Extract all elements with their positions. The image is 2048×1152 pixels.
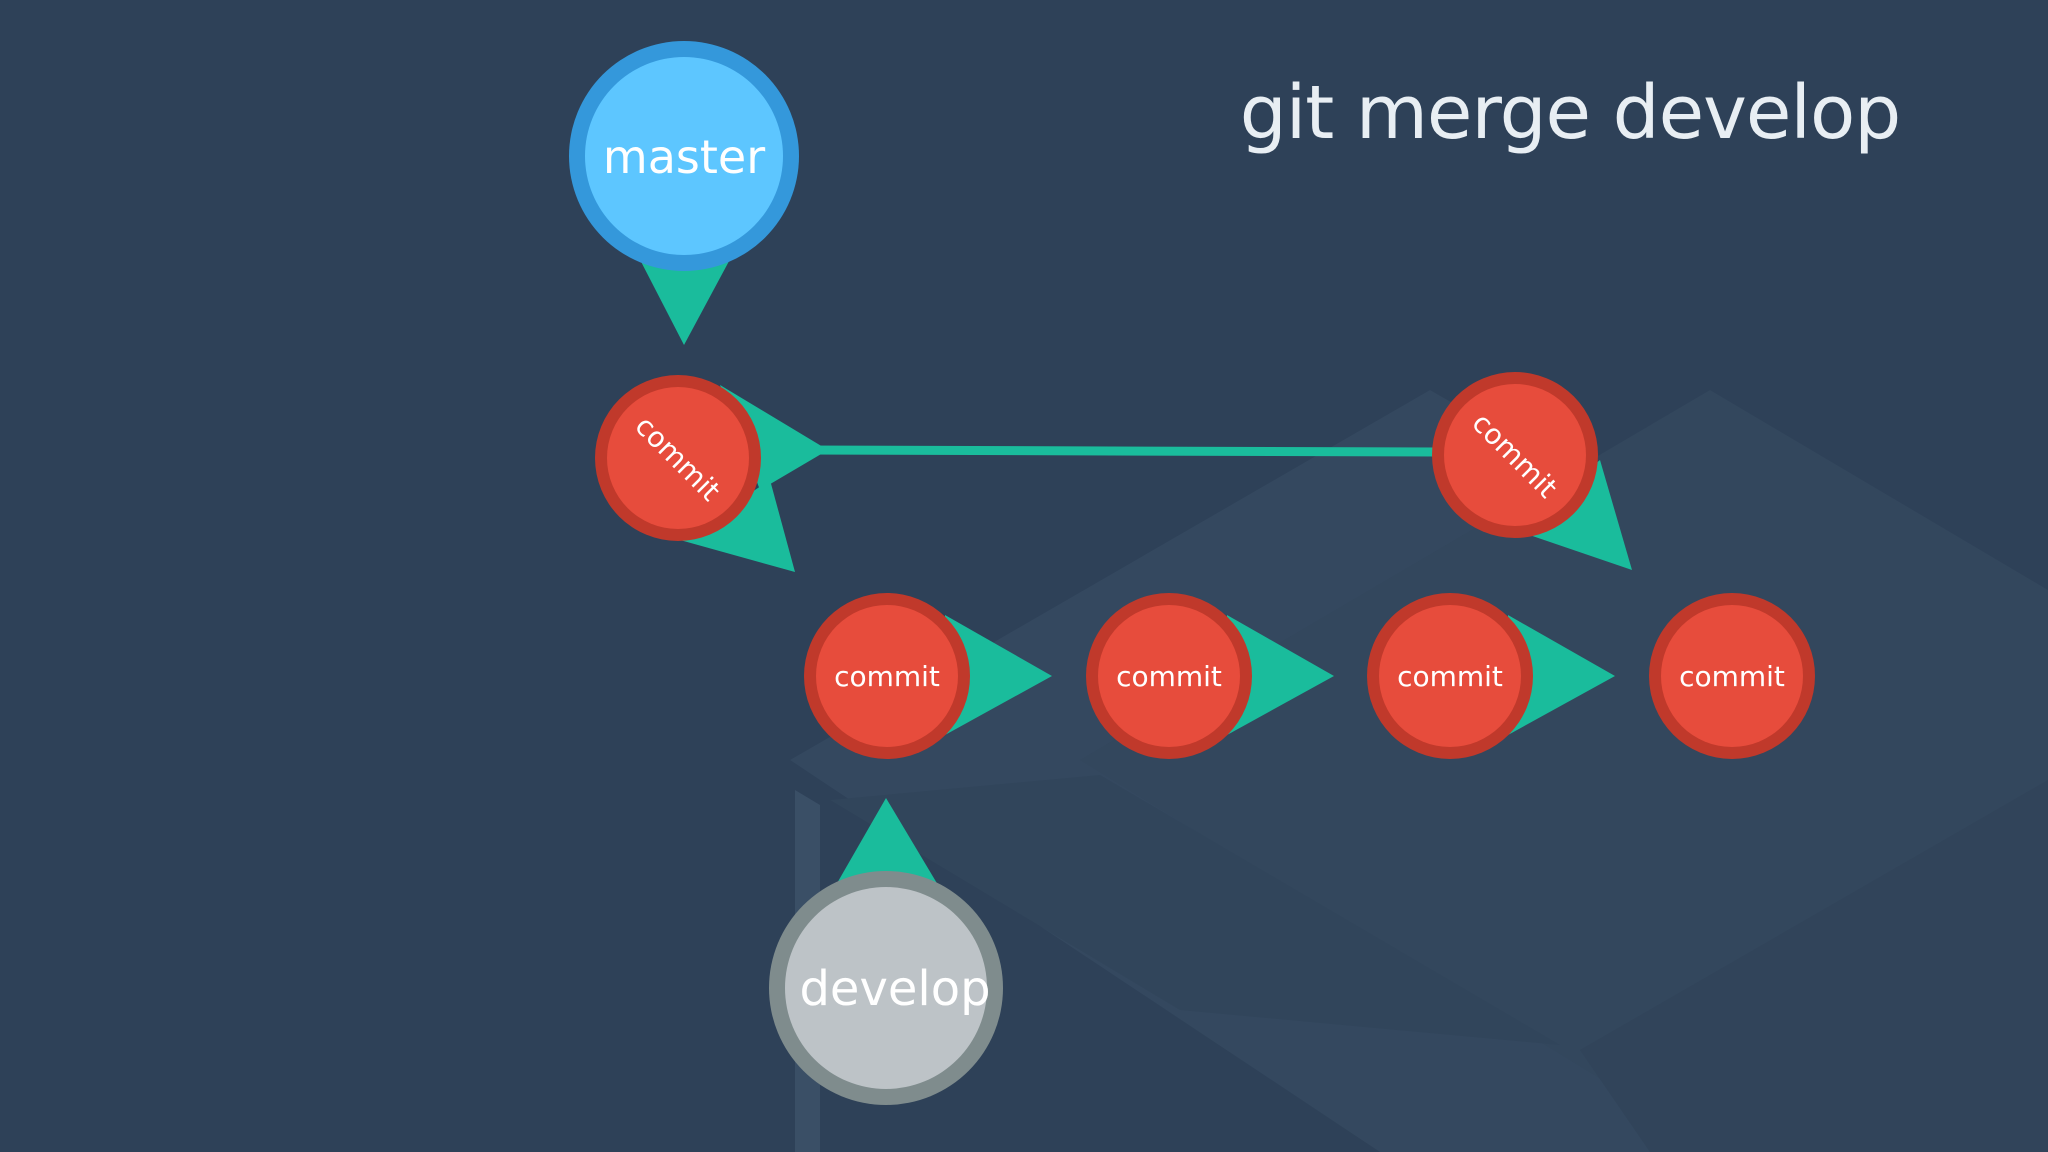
- arrow-develop3-to-develop4: [1508, 615, 1615, 735]
- page-title: git merge develop: [1239, 70, 1901, 156]
- arrow-develop2-to-develop3: [1227, 615, 1334, 735]
- commit-node-master-base[interactable]: commit: [595, 375, 761, 541]
- commit-node-develop-2[interactable]: commit: [1086, 593, 1252, 759]
- background-block: [1580, 780, 2048, 1152]
- commit-label: commit: [1679, 660, 1785, 693]
- commit-node-develop-1[interactable]: commit: [804, 593, 970, 759]
- commit-label: commit: [1116, 660, 1222, 693]
- master-branch-label: master: [603, 130, 765, 184]
- commit-label: commit: [834, 660, 940, 693]
- arrow-develop1-to-develop2: [945, 615, 1052, 735]
- arrow-merge-to-develop-tip: [1515, 460, 1632, 570]
- develop-pointer-arrow: [836, 798, 938, 885]
- master-pointer-arrow: [635, 250, 735, 345]
- commit-node-merge[interactable]: commit: [1432, 372, 1598, 538]
- commit-label: commit: [1397, 660, 1503, 693]
- develop-branch-node[interactable]: develop: [769, 871, 1003, 1105]
- master-branch-node[interactable]: master: [569, 41, 799, 271]
- background-block: [830, 775, 1560, 1045]
- commit-node-develop-4[interactable]: commit: [1649, 593, 1815, 759]
- commit-node-develop-3[interactable]: commit: [1367, 593, 1533, 759]
- merge-connector-line: [799, 445, 1441, 457]
- arrow-master-base-to-develop: [680, 480, 795, 572]
- develop-branch-label: develop: [799, 961, 990, 1017]
- arrow-master-base-to-merge-link: [720, 385, 828, 490]
